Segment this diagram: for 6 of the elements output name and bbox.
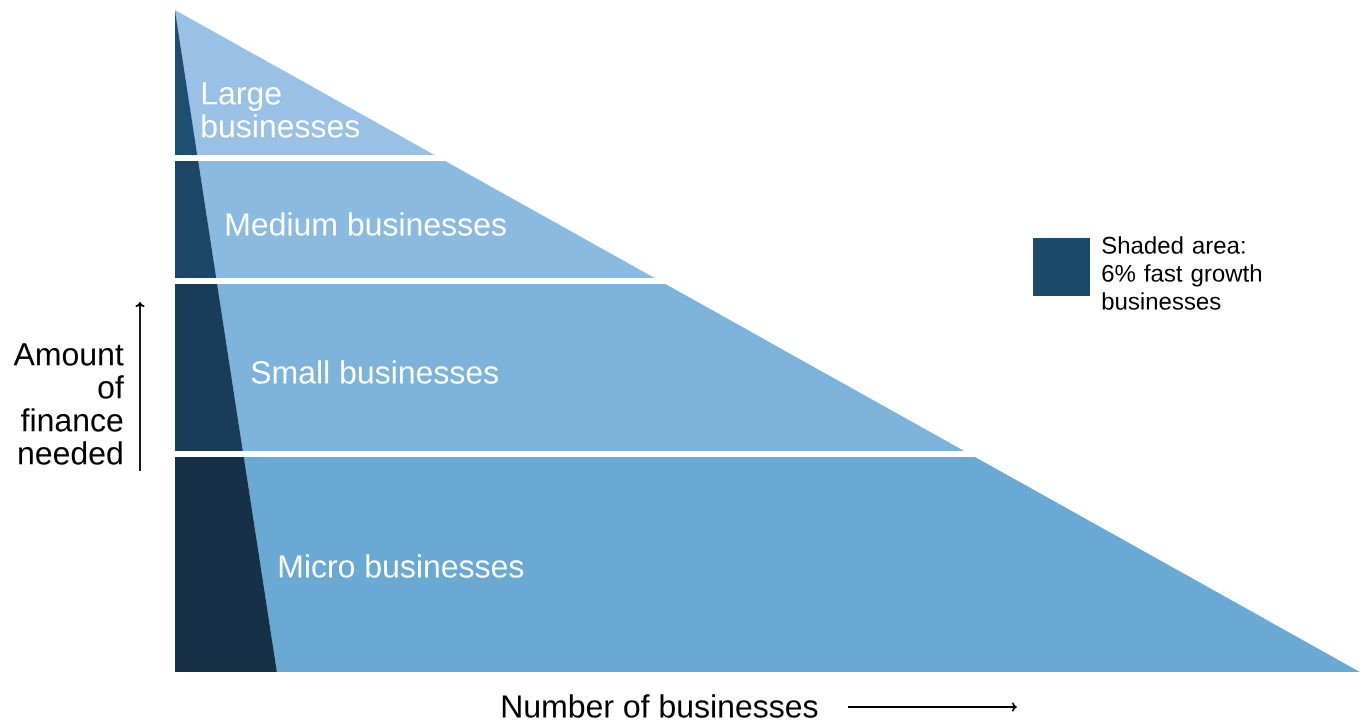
- legend-text: Shaded area: 6% fast growth businesses: [1102, 236, 1262, 310]
- pyramid-band: Large businesses: [175, 10, 435, 155]
- pyramid-band: Micro businesses: [175, 457, 1360, 672]
- pyramid-band: Medium businesses: [175, 161, 655, 278]
- axis-label: Amount of finance needed: [13, 343, 124, 465]
- pyramid-band: Small businesses: [175, 284, 965, 451]
